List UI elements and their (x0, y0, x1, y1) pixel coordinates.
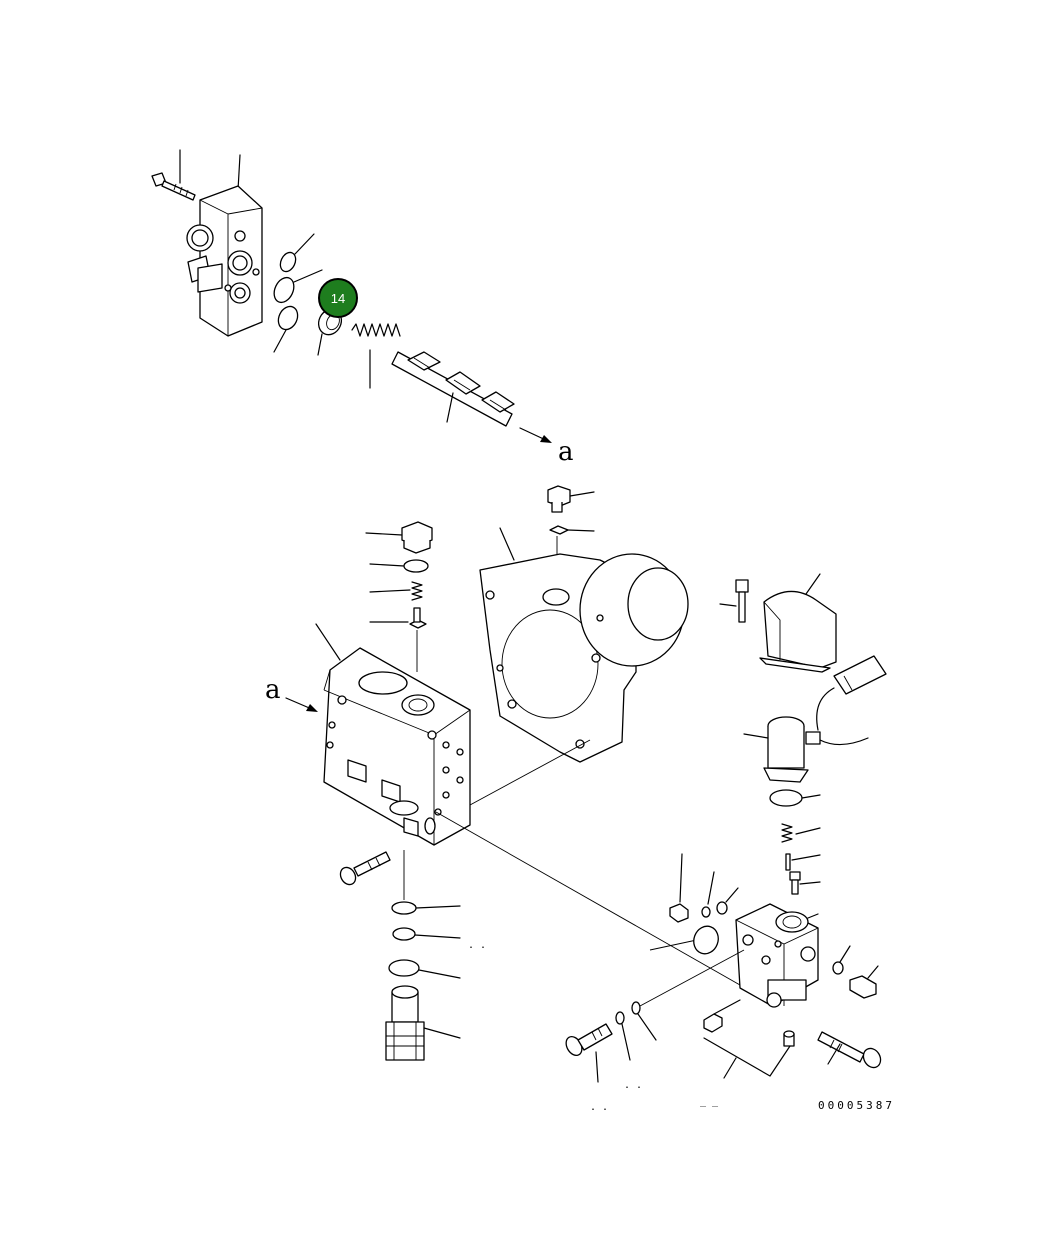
o-ring-top-2[interactable] (270, 269, 323, 306)
drawing-number: 00005387 (818, 1099, 895, 1112)
bracket-leader (703, 1037, 791, 1079)
pin-solenoid[interactable] (785, 853, 821, 871)
solenoid-bolt[interactable] (719, 579, 749, 623)
callout-label: 14 (331, 291, 345, 306)
o-ring-top-3[interactable] (273, 303, 301, 353)
mark-1: . . (468, 940, 486, 951)
long-bolt-lower-right[interactable] (817, 1031, 884, 1071)
solenoid-cover[interactable] (759, 573, 837, 673)
plug-top[interactable] (365, 521, 433, 554)
mark-4: _ _ (700, 1096, 719, 1107)
bolt-solenoid[interactable] (789, 871, 821, 895)
lower-left-stack (385, 901, 461, 1061)
o-ring-plug[interactable] (369, 559, 429, 573)
mark-2: . . (624, 1080, 642, 1091)
pump-casing[interactable] (479, 527, 689, 763)
o-ring-banjo-2[interactable] (631, 949, 745, 1041)
main-housing-assembly: a (265, 521, 471, 900)
o-ring-lower-right-4[interactable] (832, 945, 851, 975)
lower-right-valve-assembly (563, 853, 884, 1083)
mark-3: . . (590, 1102, 608, 1113)
valve-block-lower-right[interactable] (735, 903, 819, 1008)
connector-plug[interactable] (816, 655, 887, 731)
top-plug-small[interactable] (547, 485, 595, 513)
spring-solenoid[interactable] (781, 823, 821, 843)
solenoid-assembly (719, 573, 887, 895)
banjo-bolt[interactable] (563, 1023, 613, 1083)
pin-center[interactable] (369, 607, 427, 672)
o-ring-top-1[interactable] (277, 233, 315, 274)
small-spring-center[interactable] (369, 581, 423, 601)
top-bolt[interactable] (151, 172, 196, 201)
main-housing-block[interactable] (315, 623, 471, 846)
arrow-to-a-top: a (519, 427, 574, 467)
top-valve-assembly: a (151, 149, 574, 467)
arrow-to-a-left: a (265, 675, 318, 712)
top-valve-block[interactable] (186, 185, 263, 337)
plug-lower-right-2[interactable] (849, 965, 879, 999)
o-ring-lower-right-1[interactable] (701, 871, 715, 918)
pump-body-assembly (435, 485, 741, 986)
arrow-label-a-top: a (558, 437, 574, 467)
o-ring-lower-right-3[interactable] (690, 923, 722, 958)
o-ring-solenoid[interactable] (769, 789, 821, 807)
o-ring-lower-2[interactable] (392, 927, 461, 941)
bottom-marks: . . . . . . _ _ (468, 940, 719, 1113)
housing-side-bolt[interactable] (337, 851, 391, 887)
o-ring-banjo-1[interactable] (615, 1011, 631, 1061)
plug-lower-right-1[interactable] (669, 853, 689, 923)
solenoid-coil[interactable] (743, 716, 869, 783)
spool[interactable] (391, 351, 515, 427)
plug-lower-right-3[interactable] (703, 999, 741, 1033)
arrow-label-a-left: a (265, 675, 281, 705)
spool-spring[interactable] (351, 323, 401, 389)
cartridge-valve[interactable] (385, 985, 461, 1061)
o-ring-lower-1[interactable] (391, 901, 461, 915)
plug-lower-right-4[interactable] (783, 1030, 795, 1047)
o-ring-lower-right-2[interactable] (716, 887, 739, 915)
o-ring-lower-3[interactable] (388, 959, 461, 979)
callout-badge-14[interactable]: 14 (318, 278, 358, 318)
